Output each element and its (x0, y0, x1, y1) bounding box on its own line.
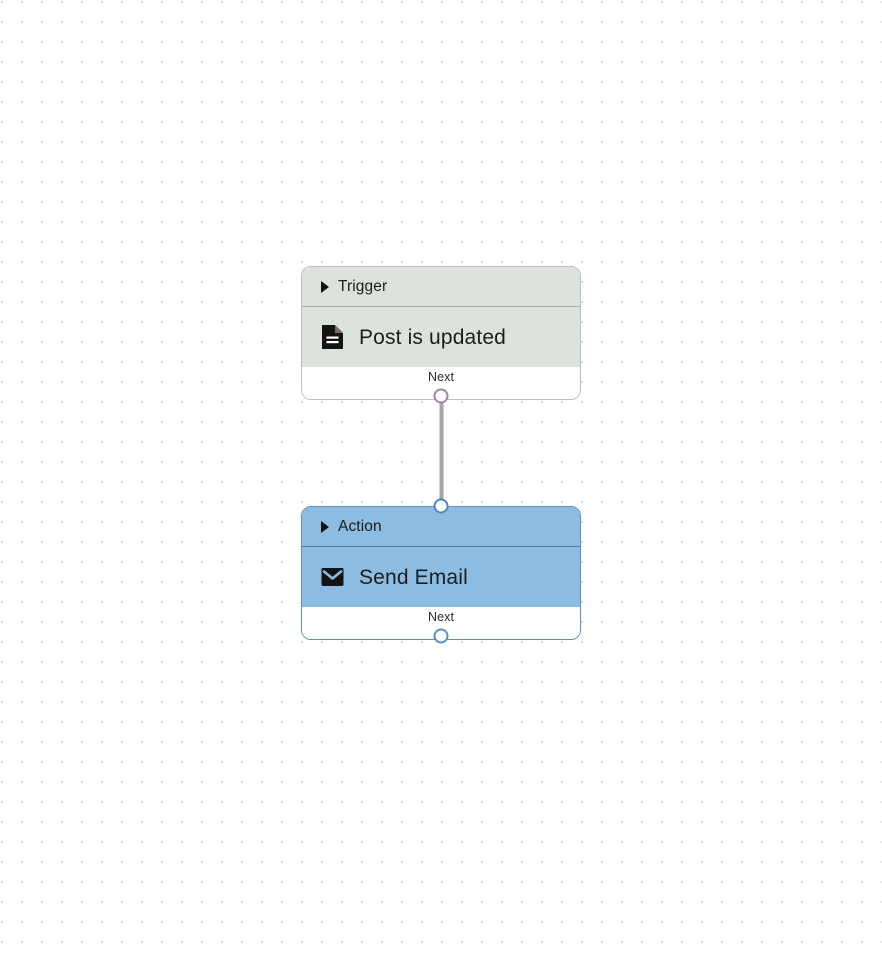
action-next-label: Next (427, 610, 455, 624)
action-input-port[interactable] (433, 498, 449, 514)
node-action[interactable]: Action Send Email Next (301, 506, 581, 640)
action-body-label: Send Email (359, 565, 468, 589)
chevron-right-icon[interactable] (321, 520, 329, 533)
trigger-body-label: Post is updated (359, 325, 507, 349)
action-header[interactable]: Action (302, 507, 580, 547)
trigger-footer: Next (302, 367, 580, 399)
action-header-label: Action (338, 517, 382, 535)
document-icon (322, 325, 343, 349)
node-trigger[interactable]: Trigger Post is updated Next (301, 266, 581, 400)
trigger-header[interactable]: Trigger (302, 267, 580, 307)
trigger-body[interactable]: Post is updated (302, 307, 580, 367)
envelope-icon (321, 568, 344, 586)
action-body[interactable]: Send Email (302, 547, 580, 607)
action-output-port[interactable] (433, 628, 449, 644)
trigger-header-label: Trigger (338, 277, 388, 295)
trigger-output-port[interactable] (433, 388, 449, 404)
trigger-next-label: Next (427, 370, 455, 384)
chevron-right-icon[interactable] (321, 280, 329, 293)
